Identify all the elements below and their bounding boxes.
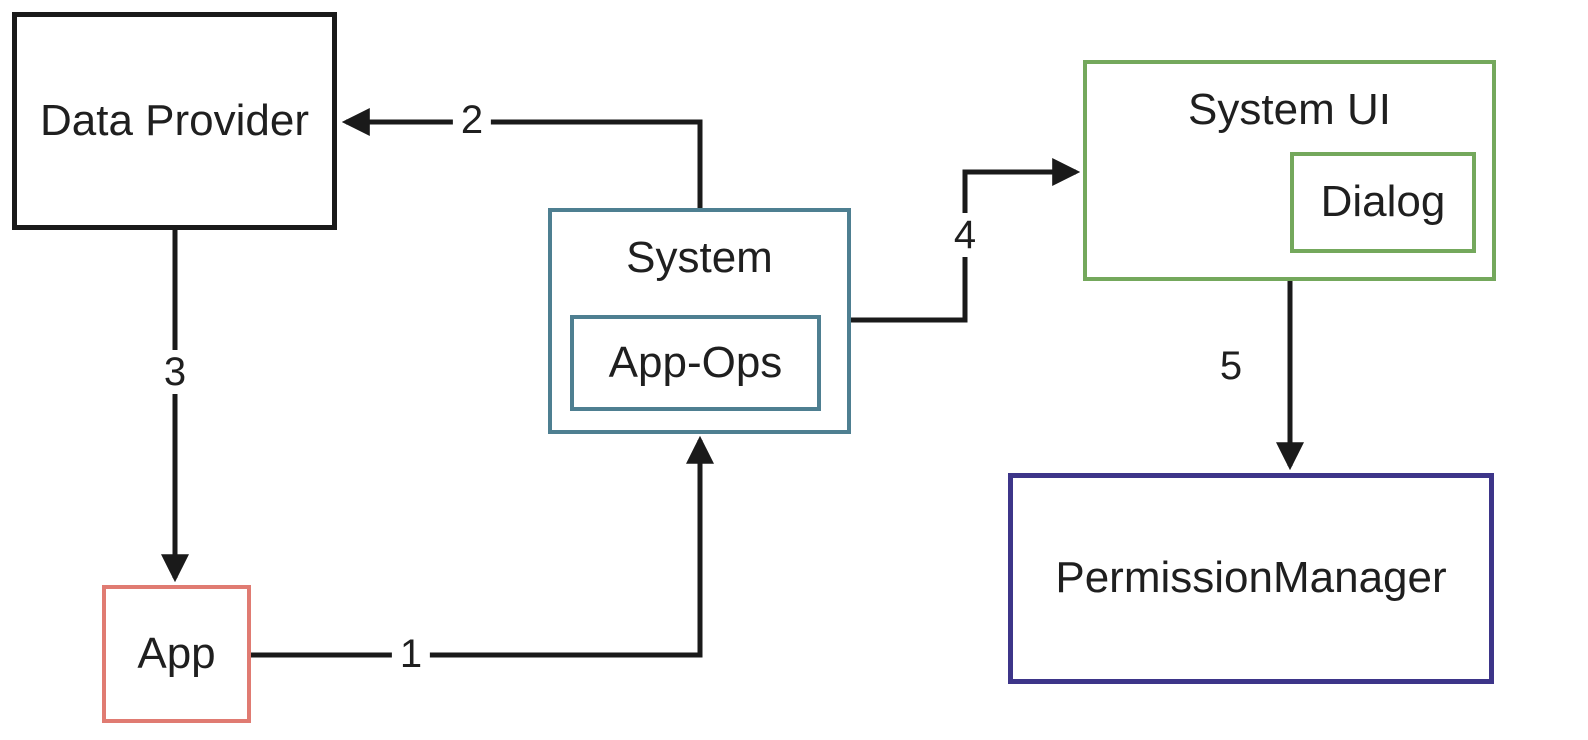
arrow-label-3: 3 [155,350,195,394]
arrow-label-5: 5 [1211,344,1251,388]
box-dialog: Dialog [1290,152,1476,253]
box-app-ops: App-Ops [570,315,821,411]
box-dialog-label: Dialog [1320,177,1446,227]
box-permission-manager-label: PermissionManager [1055,553,1447,603]
box-app-label: App [137,628,216,678]
arrow-1-app-to-system [250,435,714,658]
arrow-label-1: 1 [391,632,431,676]
arrow-label-4: 4 [945,213,985,257]
box-system-ui-label: System UI [1188,85,1391,134]
box-data-provider-label: Data Provider [39,95,309,145]
box-system-label: System [626,233,773,282]
box-app: App [102,585,251,723]
arrow-label-2: 2 [452,98,492,142]
box-app-ops-label: App-Ops [608,337,783,387]
box-data-provider: Data Provider [12,12,337,230]
arrow-2-system-to-data-provider [341,108,703,208]
box-permission-manager: PermissionManager [1008,473,1494,684]
